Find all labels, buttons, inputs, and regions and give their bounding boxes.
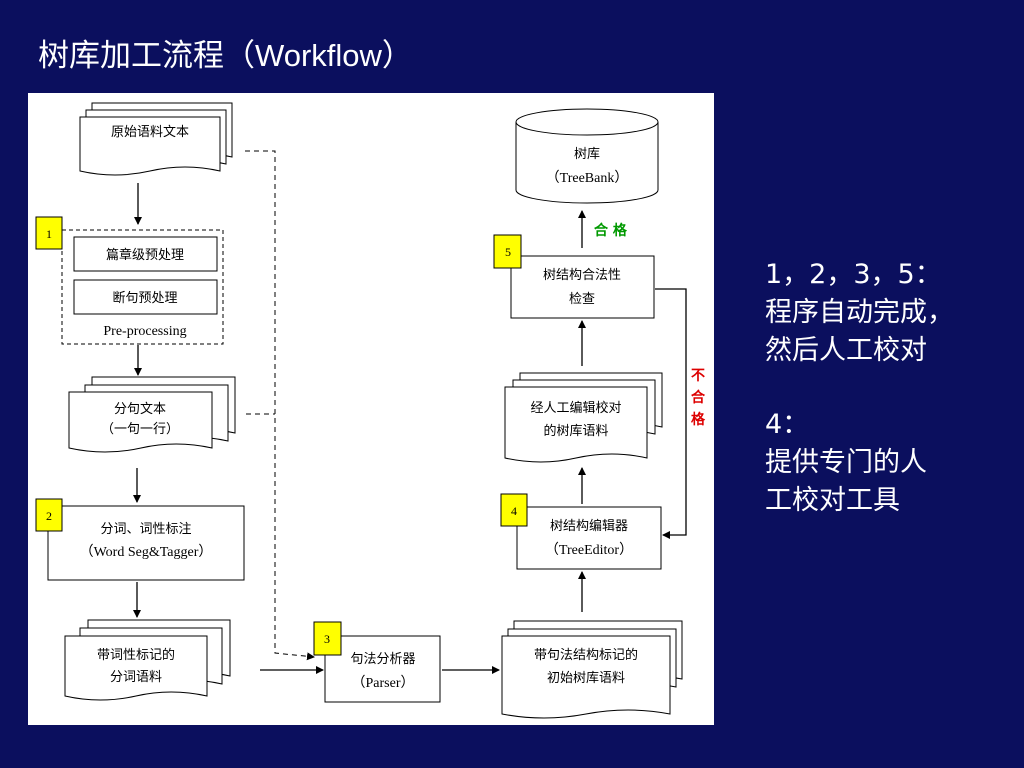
tagged-corpus-line2: 分词语料 (110, 670, 162, 685)
treebank-cylinder: 树库 （TreeBank） (515, 108, 659, 204)
tree-editor-box: 树结构编辑器 （TreeEditor） (516, 506, 662, 570)
treebank-line2: （TreeBank） (546, 170, 629, 186)
title-chinese: 树库加工流程（ (38, 38, 255, 74)
notes-line1: 1，2，3，5： (765, 259, 942, 290)
sentence-split-label: 断句预处理 (112, 291, 177, 306)
bypass-arrows (245, 150, 315, 661)
word-seg-line1: 分词、词性标注 (100, 522, 191, 537)
validity-check-line1: 树结构合法性 (543, 268, 621, 283)
parser-line2: （Parser） (352, 675, 415, 691)
notes-line4: 4： (765, 409, 810, 440)
initial-treebank-line1: 带句法结构标记的 (534, 647, 638, 663)
step-badge-1: 1 (35, 216, 63, 250)
arrow-fail-to-editor (655, 288, 687, 539)
word-seg-line2: （Word Seg&Tagger） (80, 544, 213, 560)
sentence-text-line2: （一句一行） (101, 422, 179, 437)
step-badge-3: 3 (313, 621, 342, 656)
dashed-arrow-raw-to-parser (245, 150, 315, 661)
sentence-text-line1: 分句文本 (114, 402, 166, 417)
preprocessing-label: Pre-processing (103, 324, 186, 339)
tree-editor-line2: （TreeEditor） (545, 542, 633, 558)
pass-label: 合 格 (594, 222, 628, 239)
discourse-preprocess-box (73, 236, 218, 272)
step-badge-2: 2 (35, 498, 63, 532)
parser-line1: 句法分析器 (350, 652, 415, 667)
fail-label-char1: 不 (691, 368, 705, 384)
svg-text:1: 1 (46, 227, 52, 241)
notes-panel: 1，2，3，5： 程序自动完成， 然后人工校对 4： 提供专门的人 工校对工具 (765, 256, 954, 520)
sentence-split-box (73, 279, 218, 315)
step-badge-5: 5 (493, 234, 522, 269)
notes-line5: 提供专门的人 (765, 447, 927, 478)
edited-treebank-line1: 经人工编辑校对 (530, 400, 621, 416)
tree-editor-line1: 树结构编辑器 (550, 519, 628, 534)
notes-line3: 然后人工校对 (765, 335, 927, 366)
initial-treebank-line2: 初始树库语料 (547, 670, 625, 686)
svg-text:4: 4 (511, 504, 517, 518)
edited-treebank-line2: 的树库语料 (543, 423, 608, 439)
notes-line2: 程序自动完成， (765, 297, 954, 328)
discourse-preprocess-label: 篇章级预处理 (106, 247, 184, 263)
step-badge-4: 4 (500, 493, 528, 527)
tree-validity-check-box: 树结构合法性 检查 (510, 255, 655, 319)
svg-text:2: 2 (46, 509, 52, 523)
tagged-corpus-document: 带词性标记的 分词语料 (64, 619, 231, 701)
validity-check-line2: 检查 (569, 292, 595, 307)
slide-title: 树库加工流程（Workflow） (38, 30, 413, 75)
flow-arrows (133, 183, 687, 674)
raw-corpus-document: 原始语料文本 (79, 102, 233, 176)
fail-label-char3: 格 (691, 411, 706, 428)
title-close-paren: ） (381, 38, 413, 74)
preprocessing-group: 篇章级预处理 断句预处理 Pre-processing (61, 229, 224, 345)
workflow-diagram: 原始语料文本 篇章级预处理 断句预处理 Pre-processing 1 分句文… (35, 102, 706, 719)
parser-box: 句法分析器 （Parser） (324, 635, 441, 703)
sentence-text-document: 分句文本 （一句一行） (68, 376, 236, 453)
svg-text:5: 5 (505, 245, 511, 259)
raw-corpus-label: 原始语料文本 (111, 125, 189, 140)
fail-label-char2: 合 (691, 389, 706, 406)
edited-treebank-document: 经人工编辑校对 的树库语料 (504, 372, 663, 463)
tagged-corpus-line1: 带词性标记的 (97, 647, 175, 663)
title-english: Workflow (255, 38, 382, 73)
treebank-line1: 树库 (574, 146, 600, 162)
initial-treebank-document: 带句法结构标记的 初始树库语料 (501, 620, 683, 719)
svg-text:3: 3 (324, 632, 330, 646)
notes-line6: 工校对工具 (765, 485, 900, 516)
workflow-diagram-panel: 原始语料文本 篇章级预处理 断句预处理 Pre-processing 1 分句文… (28, 93, 714, 725)
word-seg-tagger-box: 分词、词性标注 （Word Seg&Tagger） (47, 505, 245, 581)
